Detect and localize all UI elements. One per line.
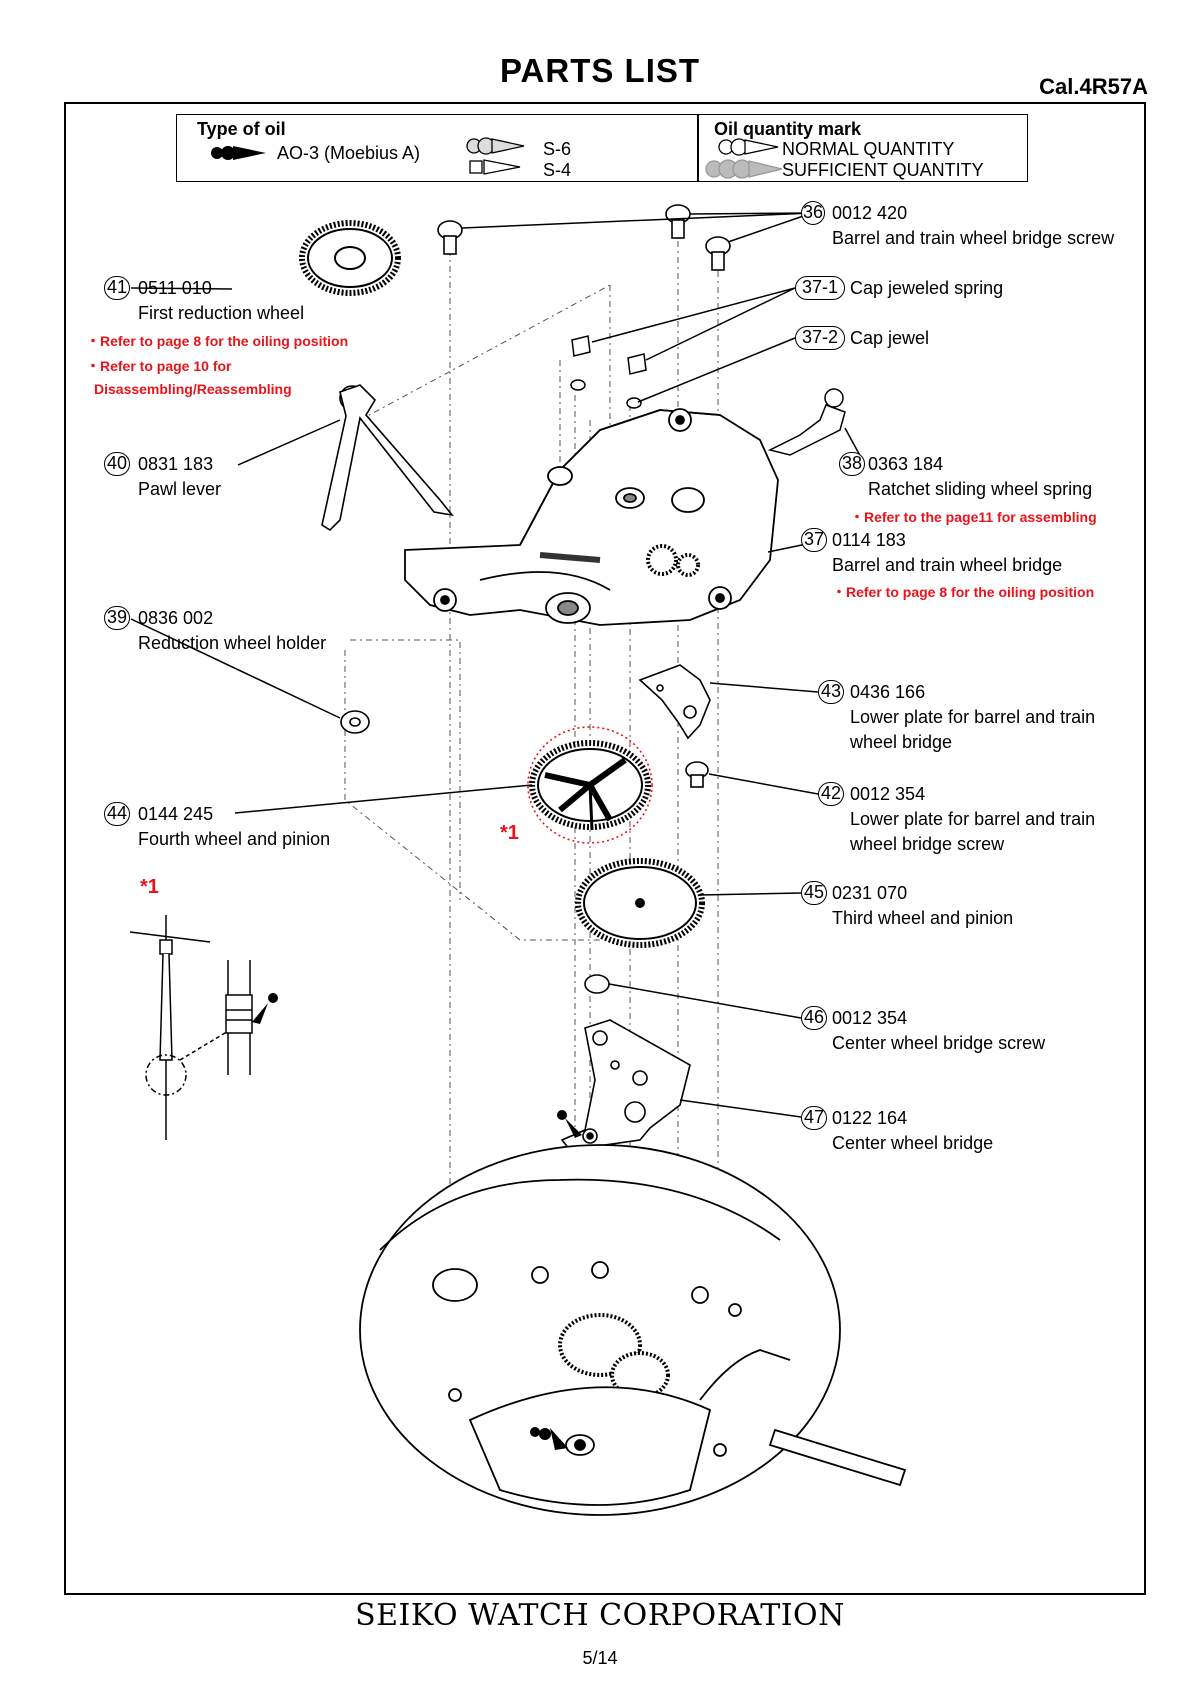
callout-37-1: 37-1 bbox=[795, 276, 845, 300]
oil-point-icon bbox=[252, 993, 278, 1024]
part-44-name: Fourth wheel and pinion bbox=[138, 829, 331, 849]
part-41-name: First reduction wheel bbox=[138, 303, 305, 323]
part-37-name: Barrel and train wheel bridge bbox=[832, 555, 1063, 575]
first-reduction-wheel-41 bbox=[299, 220, 401, 296]
oil-point-icon bbox=[530, 1427, 568, 1450]
s6-label: S-6 bbox=[543, 139, 572, 159]
part-40-code: 0831 183 bbox=[138, 454, 214, 474]
normal-quantity-label: NORMAL QUANTITY bbox=[782, 139, 955, 159]
part-42-name: Lower plate for barrel and train bbox=[850, 809, 1096, 829]
s6-oil-icon bbox=[466, 137, 525, 155]
pawl-lever-40 bbox=[321, 384, 454, 532]
company-footer: SEIKO WATCH CORPORATION bbox=[355, 1598, 845, 1633]
leader-lines bbox=[130, 212, 865, 1118]
center-wheel-bridge-47 bbox=[560, 1019, 691, 1151]
part-36-code: 0012 420 bbox=[832, 203, 908, 223]
ao3-oil-icon bbox=[211, 146, 266, 160]
part-47-code: 0122 164 bbox=[832, 1108, 908, 1128]
part-37-2-name: Cap jewel bbox=[850, 328, 930, 348]
callout-46: 46 bbox=[801, 1006, 827, 1030]
page-number: 5/14 bbox=[582, 1648, 618, 1668]
diagram-frame bbox=[64, 102, 1146, 1595]
part-43-name: Lower plate for barrel and train bbox=[850, 707, 1096, 727]
part-38-note: ・Refer to the page11 for assembling bbox=[850, 509, 1097, 525]
third-wheel-45 bbox=[575, 858, 705, 948]
part-43-name: wheel bridge bbox=[850, 732, 953, 752]
callout-45: 45 bbox=[801, 881, 827, 905]
part-42-code: 0012 354 bbox=[850, 784, 926, 804]
lower-plate-43 bbox=[638, 664, 711, 740]
page-title: PARTS LIST bbox=[499, 52, 701, 89]
reduction-wheel-holder-39 bbox=[340, 710, 370, 734]
cap-jeweled-spring-37-1 bbox=[571, 335, 647, 375]
fourth-wheel-detail-view bbox=[129, 915, 253, 1140]
part-37-note: ・Refer to page 8 for the oiling position bbox=[832, 584, 1095, 600]
part-44-code: 0144 245 bbox=[138, 804, 214, 824]
ratchet-sliding-wheel-spring-38 bbox=[767, 388, 846, 456]
oil-type-heading: Type of oil bbox=[197, 119, 286, 139]
part-42-name: wheel bridge screw bbox=[850, 834, 1005, 854]
callout-36: 36 bbox=[801, 201, 825, 225]
ao3-label: AO-3 (Moebius A) bbox=[277, 143, 421, 163]
part-41-note: ・Refer to page 10 for bbox=[86, 358, 232, 374]
part-45-name: Third wheel and pinion bbox=[832, 908, 1014, 928]
part-47-name: Center wheel bridge bbox=[832, 1133, 994, 1153]
callout-47: 47 bbox=[801, 1106, 827, 1130]
part-37-code: 0114 183 bbox=[832, 530, 906, 550]
detail-mark: *1 bbox=[140, 876, 159, 898]
s4-oil-icon bbox=[469, 159, 521, 175]
oil-point-icon bbox=[557, 1110, 582, 1138]
callout-38: 38 bbox=[839, 452, 865, 476]
part-43-code: 0436 166 bbox=[850, 682, 926, 702]
part-38-code: 0363 184 bbox=[868, 454, 944, 474]
part-41-note: ・Refer to page 8 for the oiling position bbox=[86, 333, 349, 349]
cap-jewel-37-2 bbox=[570, 379, 642, 409]
oil-legend: Type of oil AO-3 (Moebius A) S-6 S-4 Oil… bbox=[176, 114, 1028, 182]
center-wheel-bridge-screw-46 bbox=[584, 974, 610, 994]
fourth-wheel-44 bbox=[527, 726, 653, 844]
part-41-note: Disassembling/Reassembling bbox=[94, 381, 292, 397]
callout-42: 42 bbox=[818, 782, 844, 806]
part-46-name: Center wheel bridge screw bbox=[832, 1033, 1046, 1053]
callout-37: 37 bbox=[801, 528, 827, 552]
callout-37-2: 37-2 bbox=[795, 326, 845, 350]
callout-43: 43 bbox=[818, 680, 844, 704]
part-40-name: Pawl lever bbox=[138, 479, 222, 499]
part-41-code: 0511 010 bbox=[138, 278, 212, 298]
part-39-name: Reduction wheel holder bbox=[138, 633, 327, 653]
part-38-name: Ratchet sliding wheel spring bbox=[868, 479, 1093, 499]
oil-quantity-heading: Oil quantity mark bbox=[714, 119, 862, 139]
part-46-code: 0012 354 bbox=[832, 1008, 908, 1028]
callout-44: 44 bbox=[104, 802, 130, 826]
s4-label: S-4 bbox=[543, 160, 572, 180]
lower-plate-screw-42 bbox=[685, 761, 709, 788]
part-39-code: 0836 002 bbox=[138, 608, 214, 628]
normal-quantity-icon bbox=[718, 138, 779, 156]
callout-41: 41 bbox=[104, 276, 130, 300]
sufficient-quantity-label: SUFFICIENT QUANTITY bbox=[782, 160, 984, 180]
part-45-code: 0231 070 bbox=[832, 883, 908, 903]
main-plate bbox=[359, 1144, 907, 1516]
caliber-label: Cal.4R57A bbox=[1039, 74, 1148, 99]
callout-39: 39 bbox=[104, 606, 130, 630]
callout-40: 40 bbox=[104, 452, 130, 476]
bridge-screw-36 bbox=[437, 204, 731, 271]
part-37-1-name: Cap jeweled spring bbox=[850, 278, 1004, 298]
detail-mark: *1 bbox=[500, 822, 519, 844]
part-36-name: Barrel and train wheel bridge screw bbox=[832, 228, 1115, 248]
sufficient-quantity-icon bbox=[705, 159, 783, 179]
barrel-train-wheel-bridge-37 bbox=[404, 408, 779, 626]
legend-divider bbox=[697, 115, 699, 181]
